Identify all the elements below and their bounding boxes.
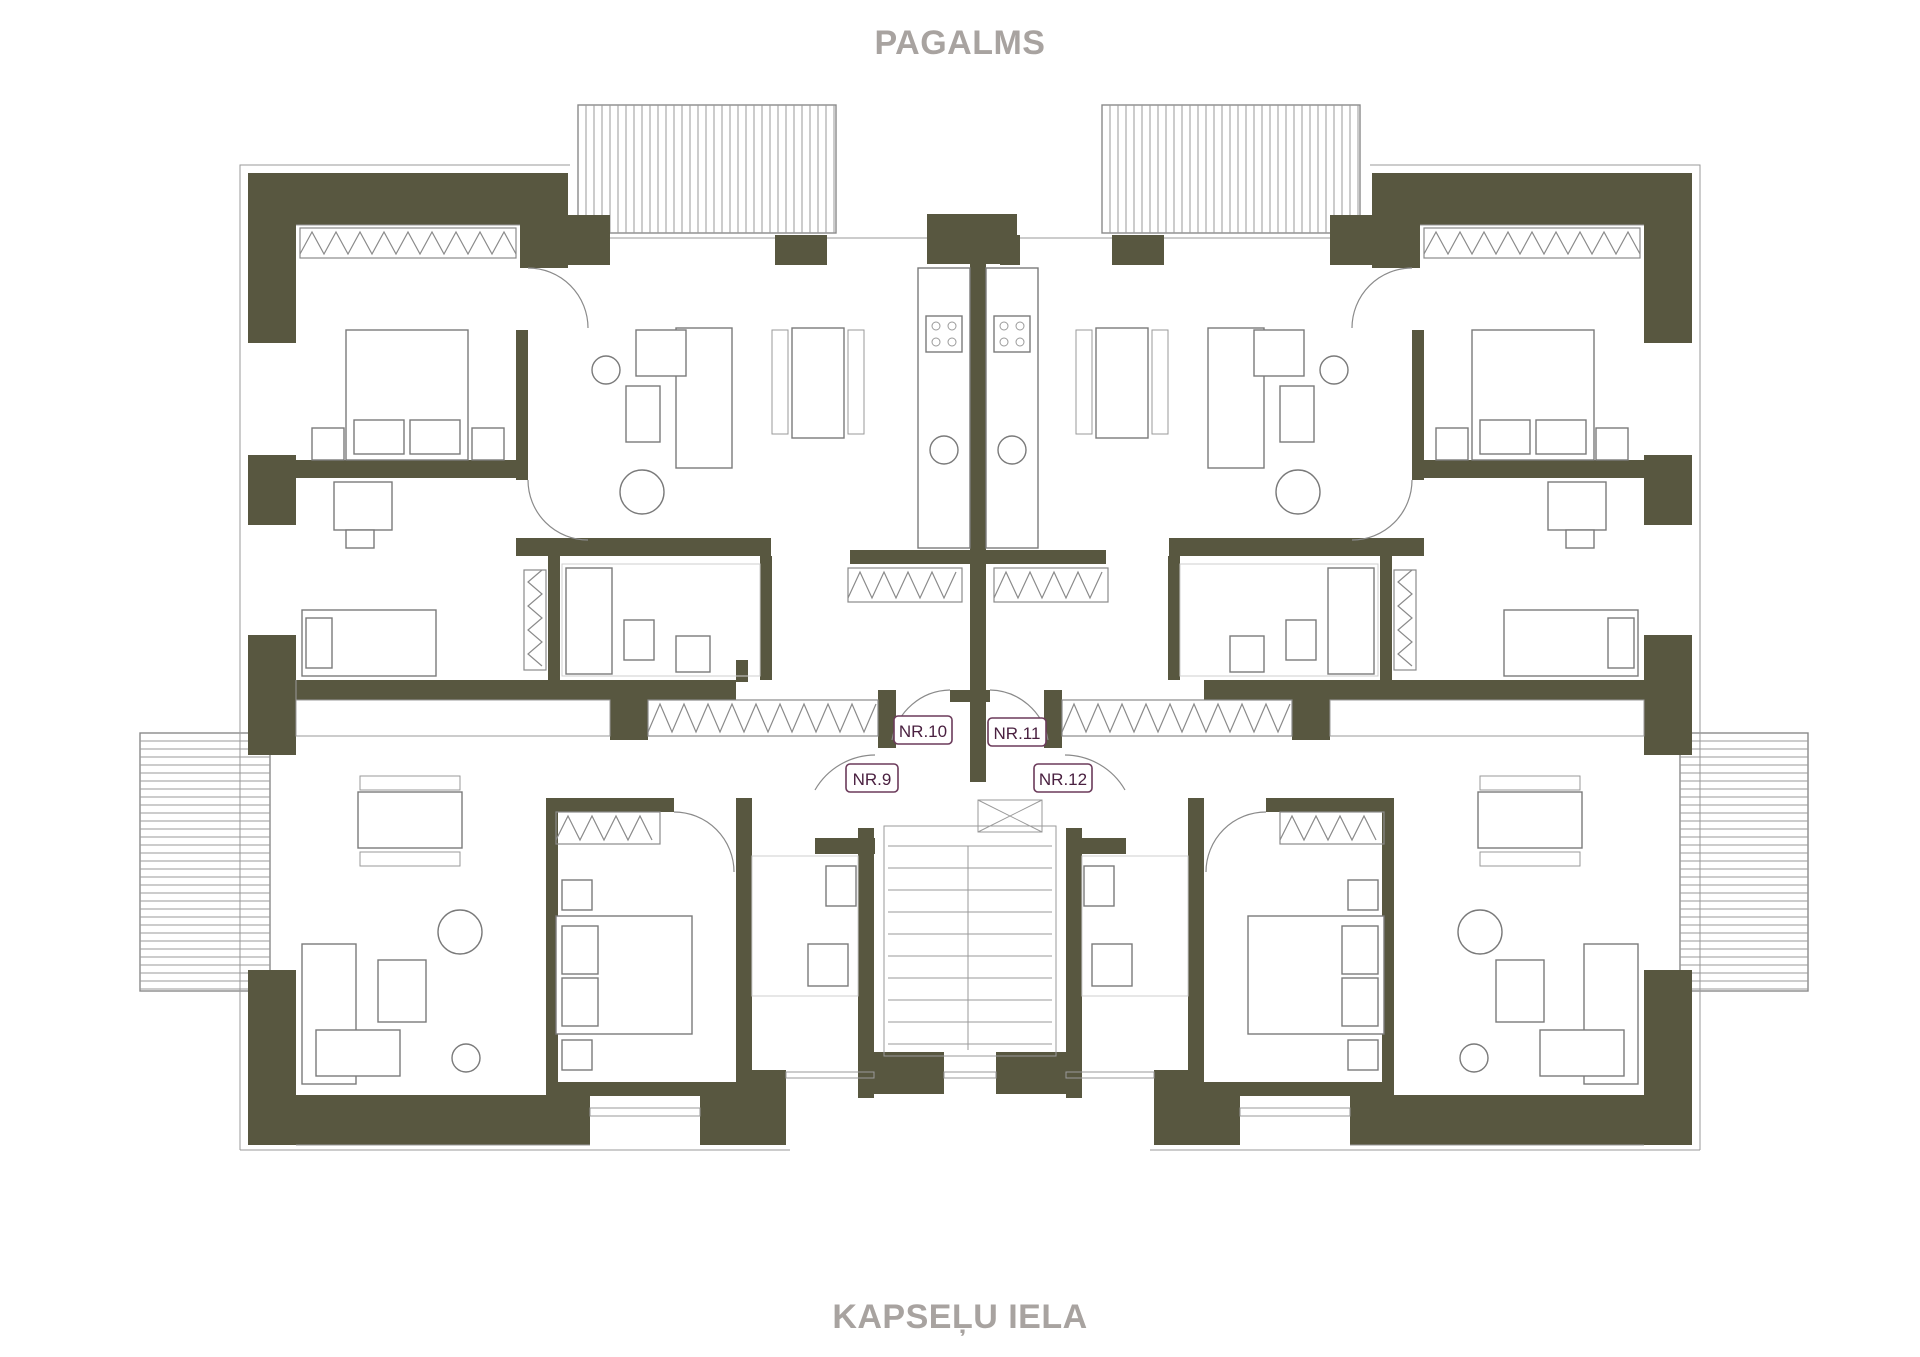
svg-text:NR.12: NR.12: [1039, 770, 1087, 789]
svg-text:NR.9: NR.9: [853, 770, 892, 789]
bed-top-right: [1435, 329, 1629, 461]
bed-top-left: [311, 329, 505, 461]
bathroom-top-right: [1179, 563, 1379, 677]
living-bottom-right: [1457, 775, 1639, 1085]
walls: [248, 173, 1692, 1145]
bathroom-bottom-left: [751, 855, 859, 997]
svg-text:NR.11: NR.11: [994, 724, 1041, 743]
balcony-left: [139, 732, 271, 992]
balcony-top-left: [577, 104, 837, 234]
apartment-tag-nr11[interactable]: NR.11: [987, 717, 1047, 747]
bathroom-bottom-right: [1081, 855, 1189, 997]
bathroom-top-left: [561, 563, 761, 677]
street-label-kapselu-iela: KAPSEĻU IELA: [832, 1298, 1088, 1336]
bed-bottom-left: [555, 879, 693, 1071]
balcony-top-right: [1101, 104, 1361, 234]
kitchen-top-right: [985, 267, 1039, 549]
apartment-tag-nr12[interactable]: NR.12: [1033, 763, 1093, 793]
living-top-right: [1075, 327, 1349, 515]
apartment-tag-nr10[interactable]: NR.10: [893, 715, 953, 745]
bed-bottom-right: [1247, 879, 1385, 1071]
apartment-tag-nr9[interactable]: NR.9: [845, 763, 899, 793]
single-bed-right: [1503, 609, 1639, 677]
wardrobes: [299, 227, 1641, 845]
interior-lines: [295, 224, 1645, 1146]
living-bottom-left: [301, 775, 483, 1085]
single-bed-left: [301, 609, 437, 677]
living-top-left: [591, 327, 865, 515]
desk-left: [333, 481, 393, 549]
balcony-right: [1679, 732, 1809, 992]
svg-text:NR.10: NR.10: [899, 722, 947, 741]
desk-right: [1547, 481, 1607, 549]
outer-outline: [239, 164, 1701, 1151]
staircase: [888, 799, 1052, 1050]
street-label-pagalms: PAGALMS: [874, 24, 1046, 62]
kitchen-top-left: [917, 267, 971, 549]
